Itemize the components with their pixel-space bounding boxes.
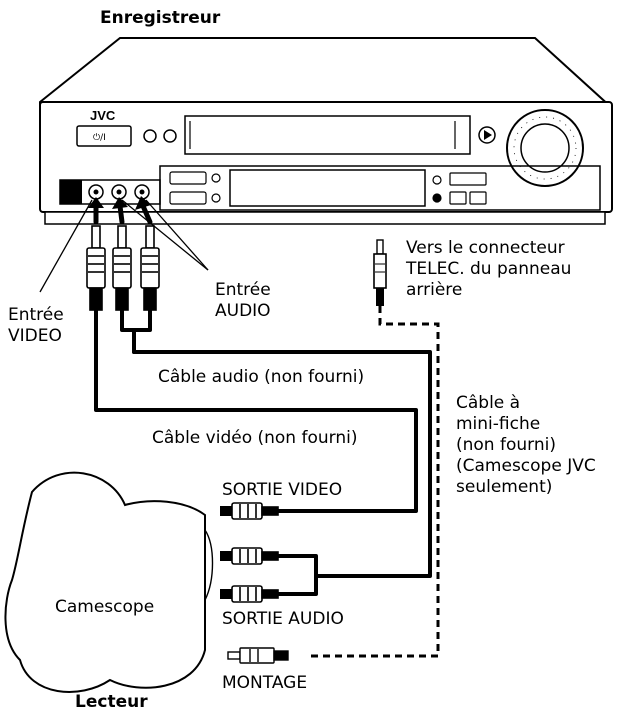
left-button-1[interactable] [169,171,207,185]
minijack-label-2: mini-fiche [456,414,541,434]
player-title: Lecteur [75,692,148,712]
remote-label-2: TELEC. du panneau [406,259,572,279]
vcr-top-panel [39,37,613,113]
minijack-label-4: (Camescope JVC [456,456,596,476]
power-icon: ⏻/I [93,132,106,143]
rca-plugs-vcr [86,225,160,311]
camcorder-label: Camescope [55,597,155,617]
cassette-slot [184,115,471,155]
minijack-cable [307,306,440,658]
small-button-1[interactable] [143,129,157,143]
power-button[interactable] [76,125,132,147]
audio-input-label-2: AUDIO [215,301,271,321]
remote-label-1: Vers le connecteur [406,238,565,258]
audio-cable-label: Câble audio (non fourni) [158,367,365,387]
stop-eject-button[interactable] [449,172,487,186]
recorder-title: Enregistreur [100,8,221,28]
video-cable [94,308,418,513]
audio-out-label: SORTIE AUDIO [222,609,344,629]
connection-arrows [88,196,153,225]
small-button-2[interactable] [163,129,177,143]
edit-minijack [227,647,289,664]
jog-dial-ring[interactable] [506,109,584,187]
vcr-base [44,211,606,225]
rec-button[interactable] [449,191,467,205]
edit-jack-label: MONTAGE [222,673,308,693]
camcorder-body [4,471,206,693]
video-input-label-1: Entrée [8,305,64,325]
play-icon [484,130,492,140]
button-panel [159,165,601,211]
vcr-unit: JVC ⏻/I [39,37,613,225]
pointer-lines [39,199,209,293]
av-cable-group [94,308,432,596]
audio-cable-left [120,308,136,354]
left-button-2[interactable] [169,191,207,205]
minijack-label-3: (non fourni) [456,435,556,455]
play-button[interactable] [478,126,496,144]
audio-cable-right [132,308,152,332]
audio-input-label-1: Entrée [215,280,271,300]
minijack-label-1: Câble à [456,393,521,413]
minijack-label-5: seulement) [456,477,553,497]
audio-cable [132,350,432,578]
rca-plugs-camcorder [220,502,279,603]
video-cable-label: Câble vidéo (non fourni) [152,428,358,448]
display-window [229,169,426,207]
jog-dial-inner [520,123,570,173]
remote-minijack [373,239,387,306]
video-out-label: SORTIE VIDEO [222,480,343,500]
video-input-label-2: VIDEO [8,326,62,346]
vcr-logo: JVC [90,108,116,123]
rec-link-button[interactable] [469,191,487,205]
remote-label-3: arrière [406,280,463,300]
audio-cable-branch [276,574,318,596]
